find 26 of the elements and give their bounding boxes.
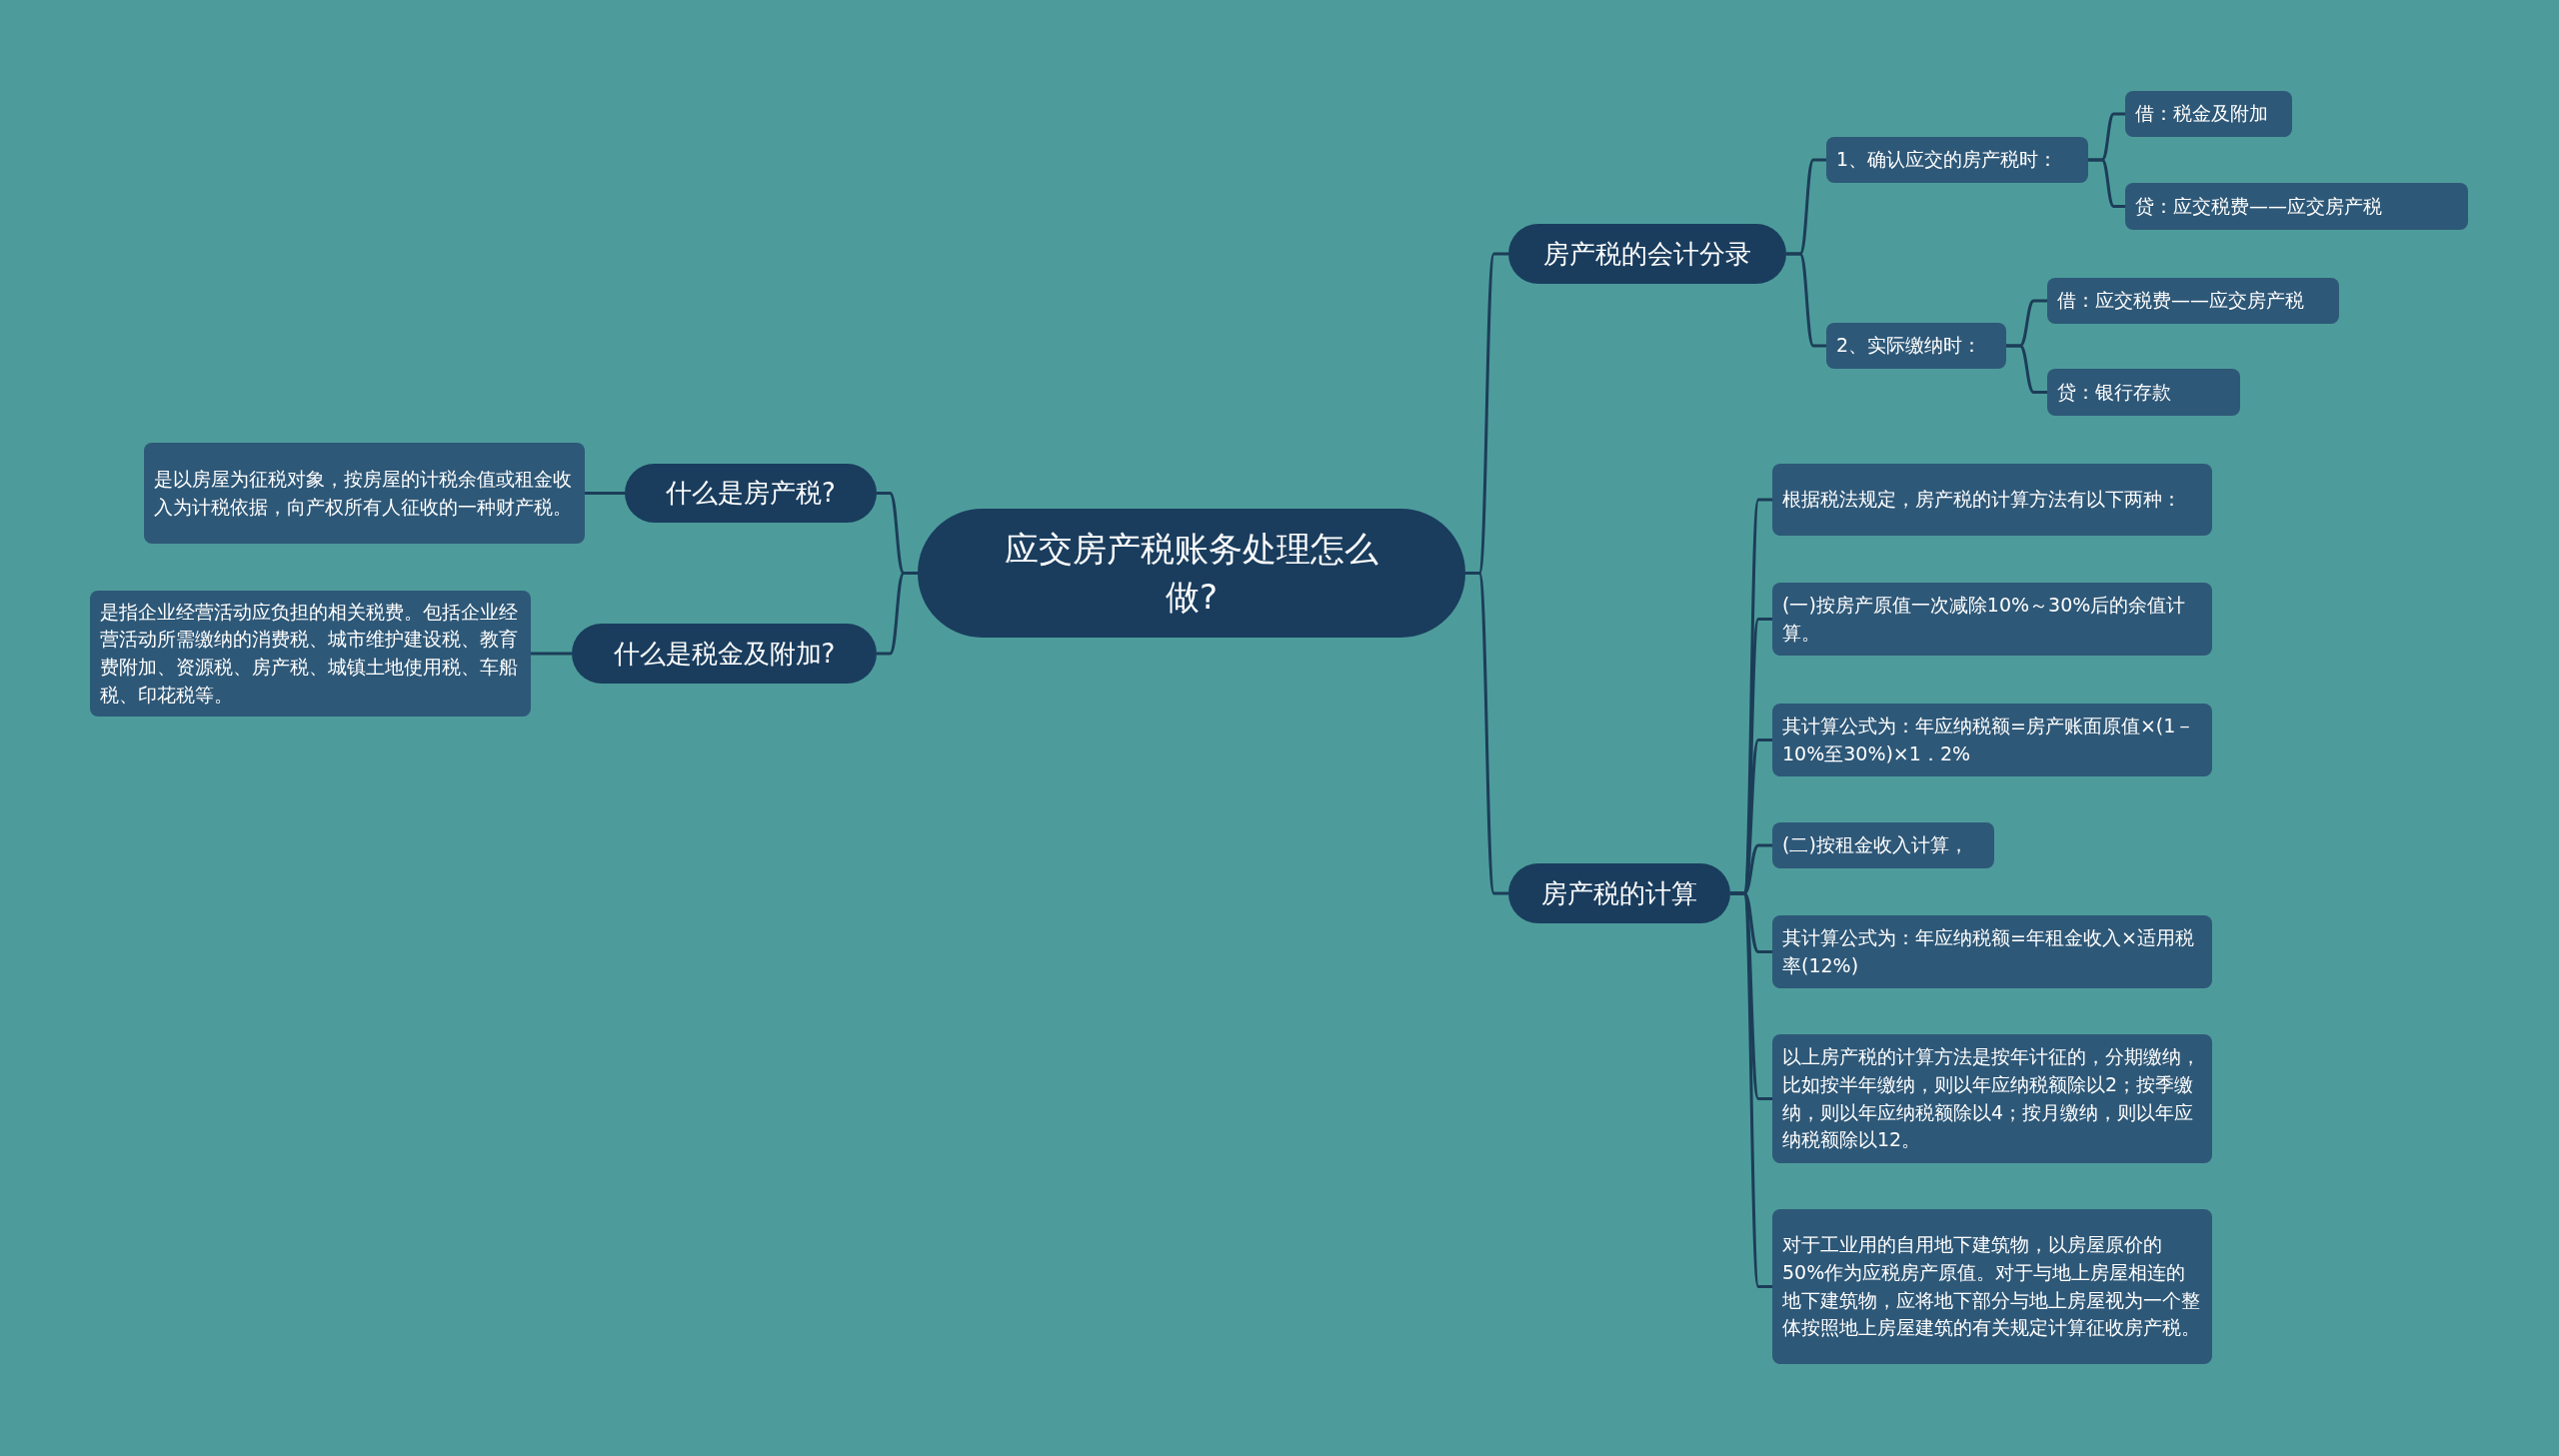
subtopic-box: 借：应交税费——应交房产税 (2047, 278, 2339, 324)
connector-line (2006, 344, 2047, 394)
connector-line (1730, 891, 1772, 1288)
connector-line (2088, 158, 2125, 208)
branch-topic: 什么是税金及附加? (572, 624, 877, 684)
connector-line (531, 652, 572, 656)
subtopic-box: 其计算公式为：年应纳税额=年租金收入×适用税率(12%) (1772, 915, 2212, 988)
subtopic-box: 以上房产税的计算方法是按年计征的，分期缴纳，比如按半年缴纳，则以年应纳税额除以2；按季缴纳，则以年应纳税额除以4；按月缴纳，则以年应纳税额除以12。 (1772, 1034, 2212, 1163)
subtopic-box: 是以房屋为征税对象，按房屋的计税余值或租金收入为计税依据，向产权所有人征收的一种财产税。 (144, 443, 585, 544)
connector-line (1465, 572, 1508, 895)
subtopic-box: 根据税法规定，房产税的计算方法有以下两种： (1772, 464, 2212, 536)
subtopic-box: 1、确认应交的房产税时： (1826, 137, 2088, 183)
subtopic-box: 是指企业经营活动应负担的相关税费。包括企业经营活动所需缴纳的消费税、城市维护建设税、教育费附加、资源税、房产税、城镇土地使用税、车船税、印花税等。 (90, 591, 531, 717)
branch-topic: 什么是房产税? (625, 464, 877, 523)
subtopic-box: 借：税金及附加 (2125, 91, 2292, 137)
subtopic-box: 贷：银行存款 (2047, 369, 2240, 416)
central-topic: 应交房产税账务处理怎么做? (918, 509, 1465, 638)
subtopic-box: (二)按租金收入计算， (1772, 822, 1994, 868)
connector-line (585, 492, 625, 495)
branch-topic: 房产税的会计分录 (1508, 224, 1786, 284)
subtopic-box: 其计算公式为：年应纳税额=房产账面原值×(1－10%至30%)×1．2% (1772, 704, 2212, 776)
subtopic-box: 贷：应交税费——应交房产税 (2125, 183, 2468, 230)
subtopic-box: 对于工业用的自用地下建筑物，以房屋原价的50%作为应税房产原值。对于与地上房屋相连的地下建筑物，应将地下部分与地上房屋视为一个整体按照地上房屋建筑的有关规定计算征收房产税。 (1772, 1209, 2212, 1364)
branch-topic: 房产税的计算 (1508, 863, 1730, 923)
subtopic-box: (一)按房产原值一次减除10%～30%后的余值计算。 (1772, 583, 2212, 656)
subtopic-box: 2、实际缴纳时： (1826, 323, 2006, 369)
